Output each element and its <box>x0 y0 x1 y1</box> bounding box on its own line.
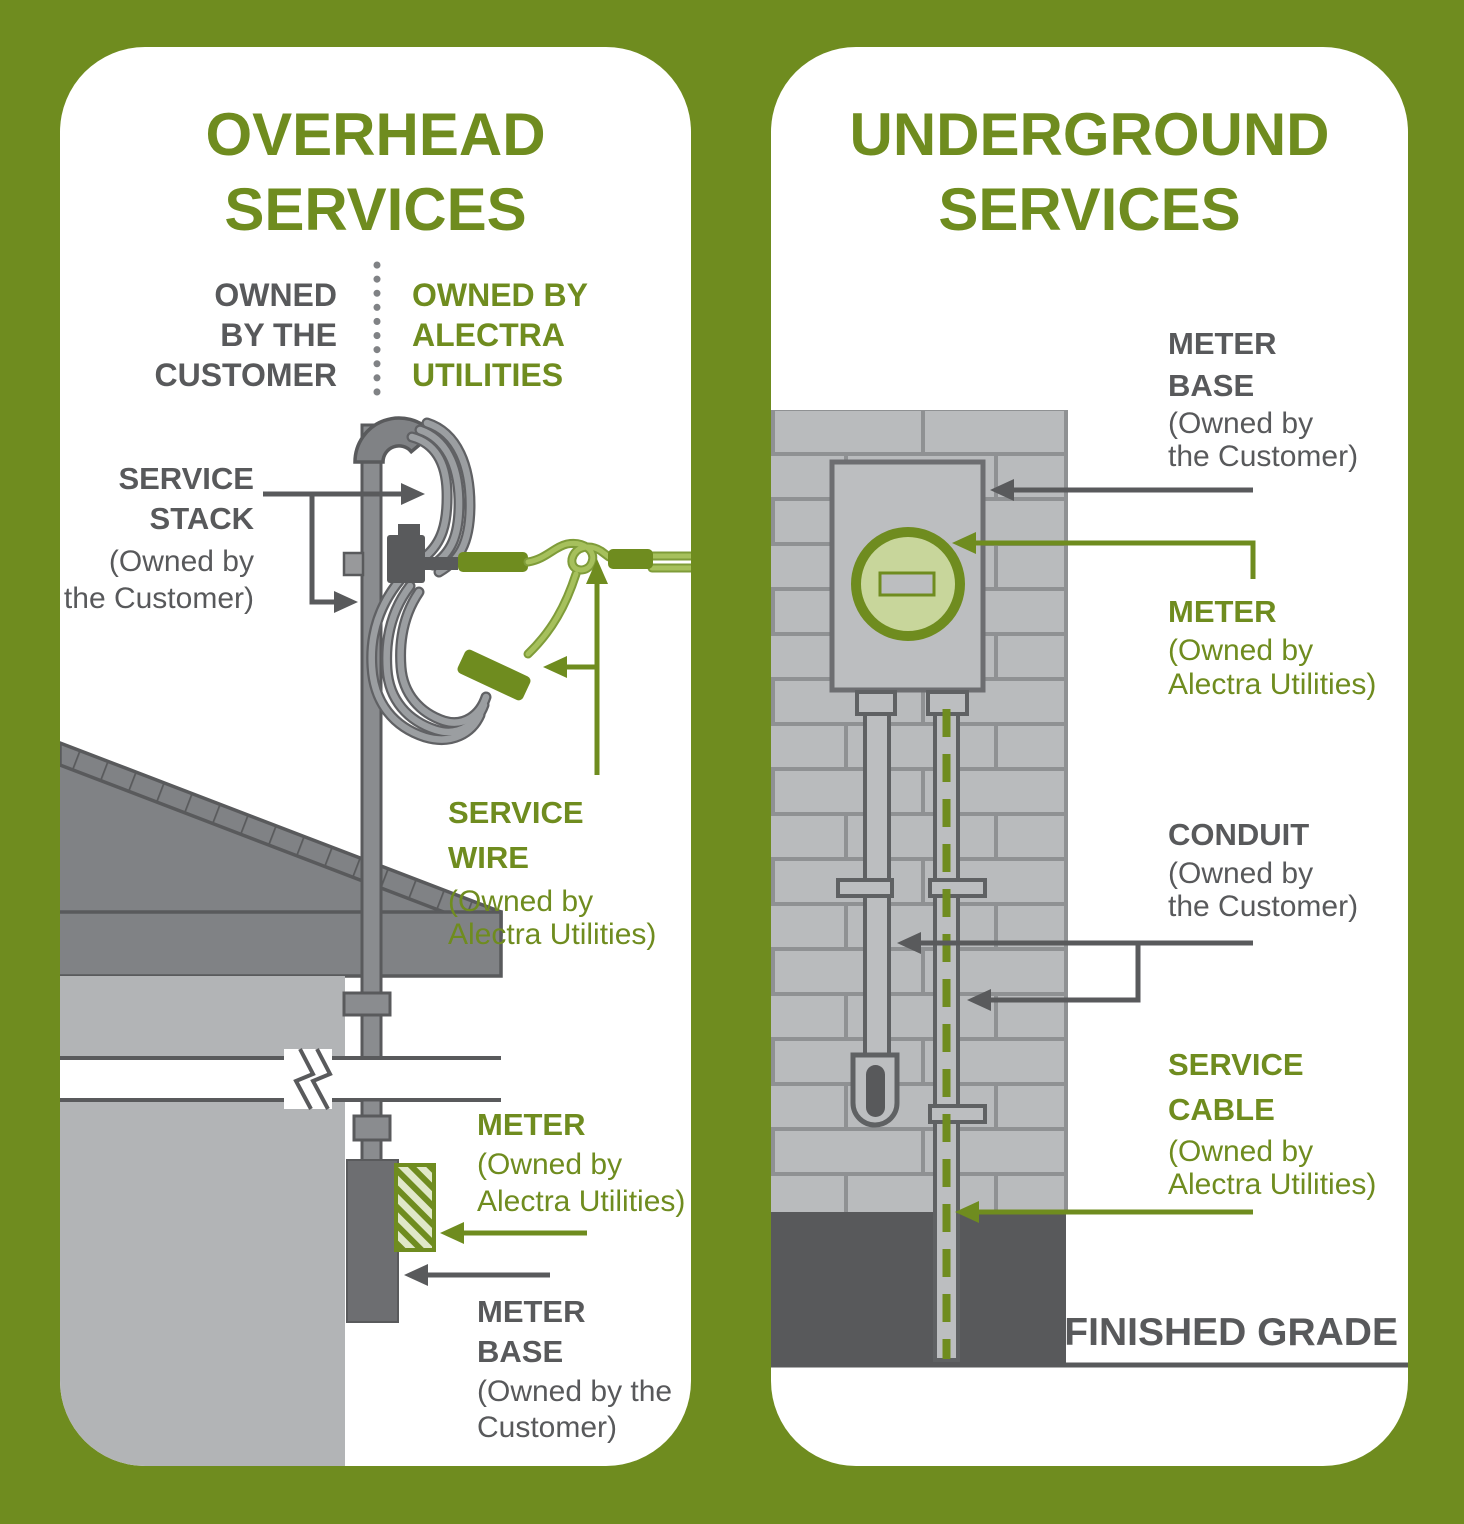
meter-label: METER (Owned by Alectra Utilities) <box>1168 592 1376 702</box>
label-line: SERVICE <box>448 795 584 830</box>
service-wire-drawing <box>457 538 691 701</box>
owned-by-alectra-heading: OWNED BY ALECTRA UTILITIES <box>412 275 588 395</box>
heading-line: ALECTRA <box>412 317 565 353</box>
overhead-illustration <box>60 261 691 1466</box>
label-line: Alectra Utilities) <box>477 1185 686 1218</box>
service-mast-clamp <box>342 524 458 583</box>
label-line: (Owned by <box>1168 857 1314 890</box>
service-stack-arrowhead-lower <box>334 591 358 613</box>
label-line: the Customer) <box>63 582 254 615</box>
service-stack-label: SERVICE STACK (Owned by the Customer) <box>64 459 254 617</box>
label-line: (Owned by <box>1168 1135 1314 1168</box>
heading-line: CUSTOMER <box>154 357 337 393</box>
label-line: SERVICE <box>118 461 254 496</box>
finished-grade-label: FINISHED GRADE <box>1064 1311 1398 1354</box>
meter-display <box>878 571 936 597</box>
underground-title: UNDERGROUND SERVICES <box>771 97 1408 247</box>
title-line: SERVICES <box>938 176 1241 243</box>
label-line: the Customer) <box>1168 440 1359 473</box>
label-line: (Owned by <box>477 1148 623 1181</box>
title-line: SERVICES <box>224 176 527 243</box>
meter-base-arrow <box>990 479 1253 501</box>
label-line: BASE <box>477 1334 564 1369</box>
service-wire-label: SERVICE WIRE (Owned by Alectra Utilities… <box>448 790 656 951</box>
meter-base-label: METER BASE (Owned by the Customer) <box>1168 323 1358 473</box>
title-line: UNDERGROUND <box>849 101 1330 168</box>
heading-line: BY THE <box>220 317 337 353</box>
label-line: STACK <box>149 501 254 536</box>
pipe-coupling-lower <box>352 1114 392 1142</box>
label-line: the Customer) <box>1168 890 1359 923</box>
owned-by-customer-heading: OWNED BY THE CUSTOMER <box>154 275 337 395</box>
service-stack-pipe <box>360 423 383 1060</box>
label-line: CONDUIT <box>1168 817 1310 852</box>
label-line: (Owned by <box>1168 634 1314 667</box>
meter-base-arrow <box>404 1264 550 1286</box>
heading-line: UTILITIES <box>412 357 564 393</box>
label-line: METER <box>477 1294 586 1329</box>
heading-line: OWNED BY <box>412 277 588 313</box>
label-line: METER <box>1168 594 1277 629</box>
label-line: (Owned by the <box>477 1375 673 1408</box>
pipe-coupling-upper <box>342 991 392 1017</box>
meter-arrow <box>440 1222 587 1244</box>
meter-arrow <box>952 532 1256 579</box>
meter-hatched <box>394 1163 436 1252</box>
label-line: (Owned by <box>1168 407 1314 440</box>
label-line: METER <box>1168 326 1277 361</box>
overhead-title: OVERHEAD SERVICES <box>60 97 691 247</box>
wall-break-symbol <box>60 1048 501 1110</box>
conduit-arrows <box>897 932 1253 1011</box>
house-roof <box>60 741 503 978</box>
meter-base-box <box>346 1159 399 1323</box>
label-line: Alectra Utilities) <box>1168 1168 1377 1201</box>
meter-base-label: METER BASE (Owned by the Customer) <box>477 1292 672 1446</box>
label-line: METER <box>477 1107 586 1142</box>
service-stack-arrowhead-upper <box>401 483 425 505</box>
service-cable-arrow <box>955 1201 1253 1223</box>
label-line: Alectra Utilities) <box>448 918 657 951</box>
label-line: WIRE <box>448 840 529 875</box>
title-line: OVERHEAD <box>205 101 546 168</box>
label-line: Alectra Utilities) <box>1168 668 1377 701</box>
service-cable-label: SERVICE CABLE (Owned by Alectra Utilitie… <box>1168 1042 1376 1201</box>
conduit-cap-slot <box>866 1065 885 1117</box>
service-stack-arrow <box>263 491 401 605</box>
overhead-services-panel: OVERHEAD SERVICES OWNED BY THE CUSTOMER … <box>60 47 691 1466</box>
label-line: SERVICE <box>1168 1047 1304 1082</box>
underground-illustration <box>771 410 1408 1368</box>
label-line: (Owned by <box>108 545 254 578</box>
meter-label: METER (Owned by Alectra Utilities) <box>477 1105 685 1220</box>
service-wire-arrow <box>543 559 608 775</box>
conduit-label: CONDUIT (Owned by the Customer) <box>1168 815 1358 923</box>
heading-line: OWNED <box>214 277 337 313</box>
label-line: CABLE <box>1168 1092 1275 1127</box>
label-line: (Owned by <box>448 885 594 918</box>
label-line: BASE <box>1168 368 1255 403</box>
underground-services-panel: UNDERGROUND SERVICES METER BASE (Owned b… <box>771 47 1408 1466</box>
label-line: Customer) <box>477 1411 618 1444</box>
soil-below-grade <box>771 1212 1066 1365</box>
